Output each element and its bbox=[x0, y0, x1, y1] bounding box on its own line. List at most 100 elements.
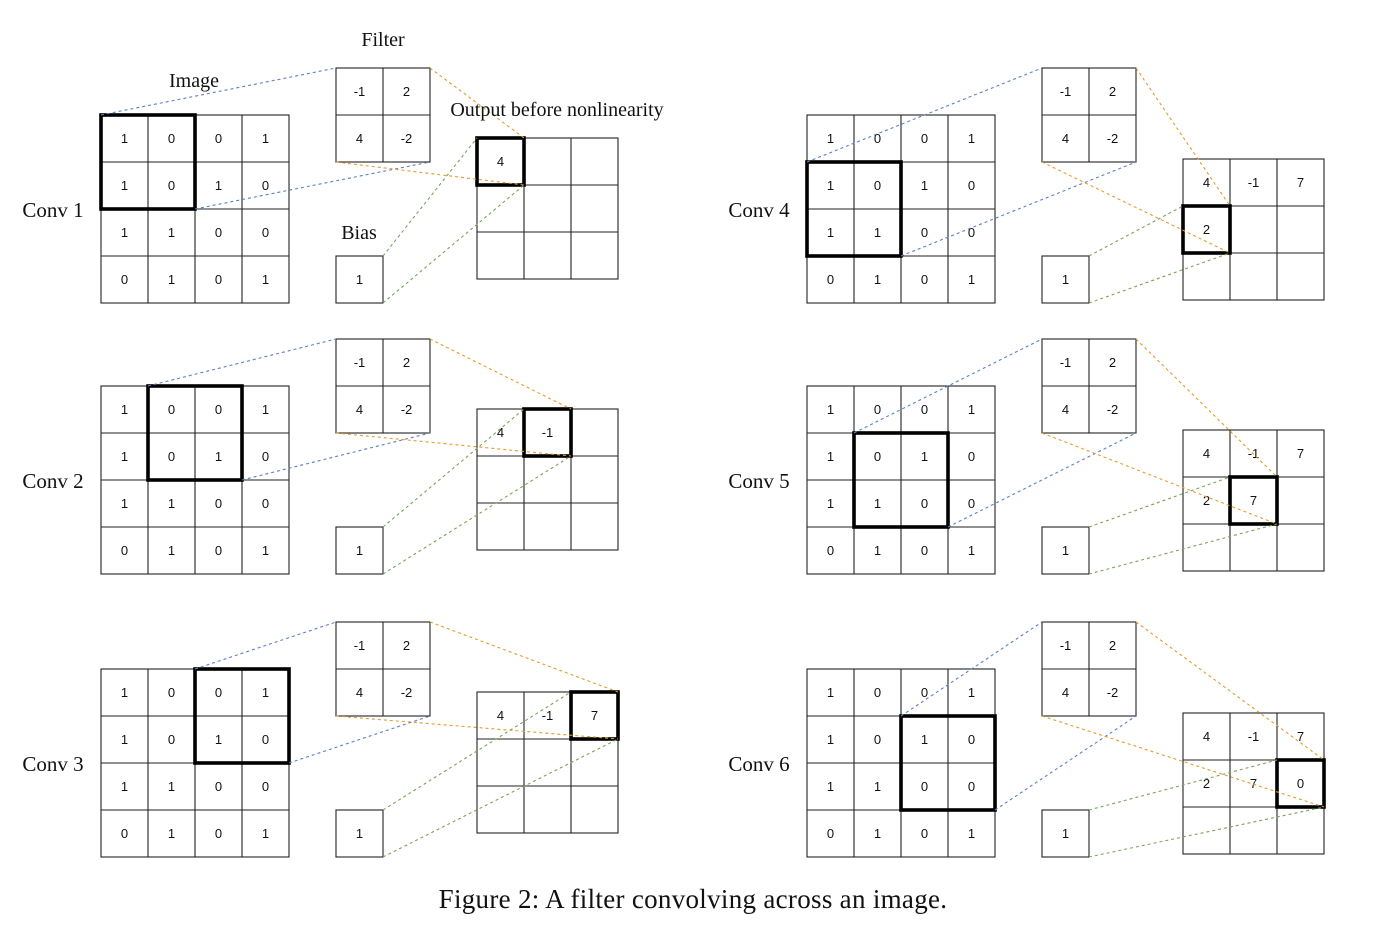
conv-step-label: Conv 2 bbox=[22, 469, 83, 493]
filter-cell: 2 bbox=[403, 355, 410, 370]
image-cell: 1 bbox=[168, 543, 175, 558]
bias-value: 1 bbox=[356, 543, 363, 558]
image-cell: 0 bbox=[874, 732, 881, 747]
image-cell: 1 bbox=[262, 685, 269, 700]
output-cell: -1 bbox=[542, 708, 554, 723]
output-cell: 2 bbox=[1203, 493, 1210, 508]
filter-cell: -2 bbox=[401, 131, 413, 146]
filter-cell: 4 bbox=[356, 685, 363, 700]
bias-output-link bbox=[1088, 523, 1278, 575]
image-cell: 0 bbox=[121, 826, 128, 841]
image-cell: 0 bbox=[168, 732, 175, 747]
filter-cell: 4 bbox=[1062, 402, 1069, 417]
conv-step-label: Conv 6 bbox=[728, 752, 789, 776]
image-cell: 1 bbox=[262, 272, 269, 287]
bias-output-link bbox=[1088, 759, 1278, 811]
image-cell: 0 bbox=[262, 779, 269, 794]
bias-box bbox=[1041, 255, 1090, 304]
figure-caption: Figure 2: A filter convolving across an … bbox=[438, 884, 948, 914]
conv-step-label: Conv 4 bbox=[728, 198, 790, 222]
image-cell: 1 bbox=[168, 496, 175, 511]
filter-cell: -1 bbox=[354, 638, 366, 653]
bias-output-link bbox=[1088, 252, 1231, 304]
image-cell: 1 bbox=[827, 131, 834, 146]
image-cell: 0 bbox=[827, 826, 834, 841]
filter-cell: 4 bbox=[1062, 685, 1069, 700]
image-cell: 1 bbox=[215, 178, 222, 193]
output-cell: 0 bbox=[1297, 776, 1304, 791]
image-cell: 1 bbox=[262, 826, 269, 841]
output-cell: 7 bbox=[1297, 175, 1304, 190]
image-cell: 1 bbox=[215, 732, 222, 747]
image-cell: 0 bbox=[262, 732, 269, 747]
filter-cell: 4 bbox=[356, 131, 363, 146]
image-cell: 0 bbox=[921, 826, 928, 841]
image-cell: 0 bbox=[827, 272, 834, 287]
image-cell: 0 bbox=[262, 178, 269, 193]
filter-cell: -1 bbox=[1060, 84, 1072, 99]
filter-cell: 2 bbox=[1109, 355, 1116, 370]
image-cell: 0 bbox=[968, 178, 975, 193]
image-filter-link bbox=[900, 161, 1137, 257]
output-cell: -1 bbox=[1248, 175, 1260, 190]
filter-output-link bbox=[429, 621, 619, 693]
output-grid-border bbox=[476, 691, 619, 834]
filter-cell: -1 bbox=[354, 84, 366, 99]
image-filter-link bbox=[853, 338, 1043, 434]
image-filter-link bbox=[194, 161, 431, 210]
image-window-highlight bbox=[899, 714, 997, 812]
bias-output-link bbox=[382, 738, 619, 858]
image-cell: 1 bbox=[827, 178, 834, 193]
output-cell: 7 bbox=[1297, 729, 1304, 744]
image-cell: 1 bbox=[827, 496, 834, 511]
bias-value: 1 bbox=[356, 272, 363, 287]
image-cell: 1 bbox=[168, 826, 175, 841]
bias-output-link bbox=[1088, 476, 1231, 528]
image-cell: 0 bbox=[921, 685, 928, 700]
image-cell: 1 bbox=[827, 402, 834, 417]
filter-output-link bbox=[1135, 67, 1231, 207]
image-cell: 1 bbox=[121, 496, 128, 511]
image-cell: 1 bbox=[968, 272, 975, 287]
bias-value: 1 bbox=[356, 826, 363, 841]
image-cell: 1 bbox=[921, 449, 928, 464]
bias-output-link bbox=[382, 184, 525, 304]
image-cell: 0 bbox=[921, 272, 928, 287]
image-window-highlight bbox=[852, 431, 950, 529]
image-cell: 0 bbox=[215, 272, 222, 287]
filter-cell: 4 bbox=[1062, 131, 1069, 146]
image-cell: 0 bbox=[968, 449, 975, 464]
output-grid-border bbox=[476, 137, 619, 280]
image-cell: 1 bbox=[121, 779, 128, 794]
image-cell: 1 bbox=[168, 225, 175, 240]
image-cell: 0 bbox=[168, 178, 175, 193]
image-cell: 1 bbox=[262, 131, 269, 146]
image-cell: 1 bbox=[121, 449, 128, 464]
bias-output-link bbox=[1088, 806, 1325, 858]
image-cell: 0 bbox=[262, 496, 269, 511]
output-cell-highlight bbox=[522, 407, 573, 458]
image-cell: 1 bbox=[168, 779, 175, 794]
image-cell: 1 bbox=[874, 496, 881, 511]
image-cell: 1 bbox=[262, 543, 269, 558]
image-cell: 1 bbox=[968, 543, 975, 558]
image-cell: 0 bbox=[827, 543, 834, 558]
bias-value: 1 bbox=[1062, 543, 1069, 558]
filter-output-link bbox=[1041, 432, 1278, 525]
image-cell: 1 bbox=[827, 732, 834, 747]
image-cell: 0 bbox=[121, 272, 128, 287]
filter-cell: -2 bbox=[401, 685, 413, 700]
bias-box bbox=[335, 526, 384, 575]
image-filter-link bbox=[900, 621, 1043, 717]
image-cell: 1 bbox=[215, 449, 222, 464]
image-cell: 1 bbox=[874, 225, 881, 240]
filter-cell: -2 bbox=[1107, 402, 1119, 417]
output-cell: 4 bbox=[1203, 729, 1210, 744]
output-cell: 4 bbox=[497, 708, 504, 723]
bias-output-link bbox=[382, 691, 572, 811]
filter-output-link bbox=[335, 715, 619, 740]
image-cell: 0 bbox=[262, 449, 269, 464]
